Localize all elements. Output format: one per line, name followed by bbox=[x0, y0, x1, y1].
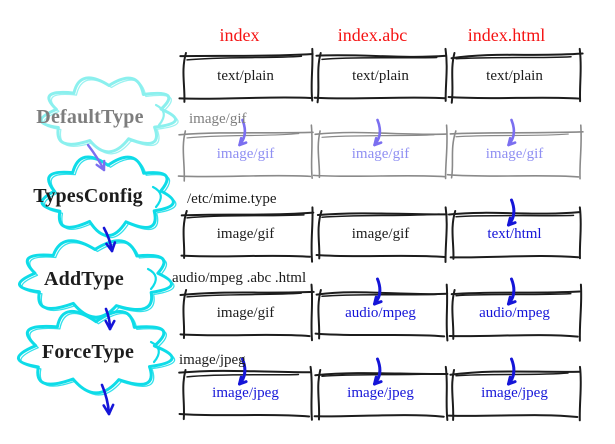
mime-cell: image/jpeg bbox=[481, 385, 548, 401]
mime-cell: audio/mpeg bbox=[345, 305, 416, 321]
mime-cell: text/plain bbox=[486, 68, 543, 84]
mime-cell: image/jpeg bbox=[347, 385, 414, 401]
mime-cell: text/html bbox=[487, 226, 542, 242]
mime-cell: image/gif bbox=[485, 146, 544, 162]
directive-defaulttype: DefaultType bbox=[36, 106, 144, 128]
mime-cell: image/jpeg bbox=[212, 385, 279, 401]
directive-typesconfig: TypesConfig bbox=[33, 185, 143, 207]
mime-cell: image/gif bbox=[351, 226, 410, 242]
argument-forcetype: image/jpeg bbox=[179, 352, 246, 368]
column-header-index-abc: index.abc bbox=[337, 25, 408, 45]
mime-cell: image/gif bbox=[216, 305, 275, 321]
mime-cell: audio/mpeg bbox=[479, 305, 550, 321]
column-header-index-html: index.html bbox=[467, 25, 546, 45]
directive-forcetype: ForceType bbox=[41, 341, 135, 363]
mime-cell: text/plain bbox=[217, 68, 274, 84]
mime-cell: image/gif bbox=[216, 146, 275, 162]
mime-cell: image/gif bbox=[216, 226, 275, 242]
mime-cell: text/plain bbox=[352, 68, 409, 84]
argument-defaulttype: image/gif bbox=[189, 111, 247, 127]
mime-cell: image/gif bbox=[351, 146, 410, 162]
column-header-index: index bbox=[219, 25, 260, 45]
argument-addtype: audio/mpeg .abc .html bbox=[172, 270, 307, 286]
directive-addtype: AddType bbox=[44, 268, 124, 290]
argument-typesconfig: /etc/mime.type bbox=[187, 191, 277, 207]
